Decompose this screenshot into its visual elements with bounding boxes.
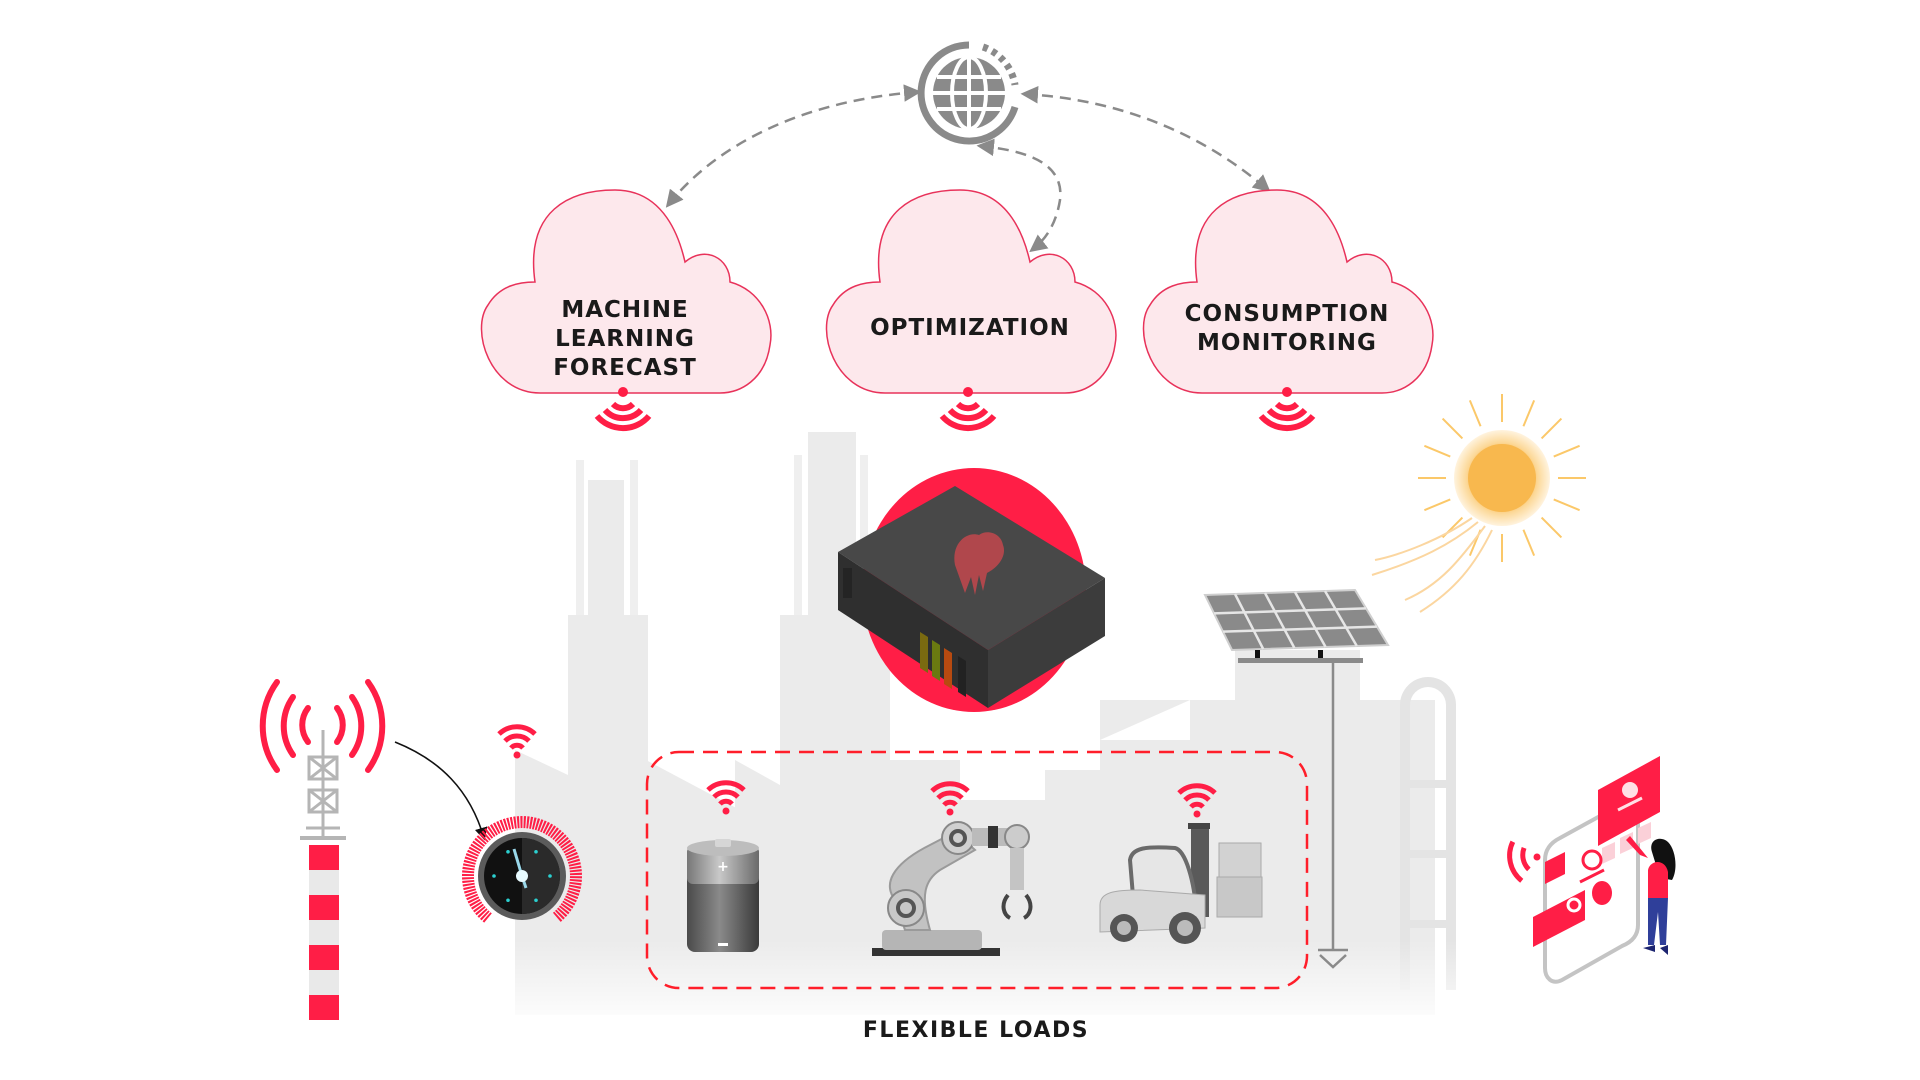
sun-ray xyxy=(1468,400,1482,427)
gauge-tick xyxy=(548,874,552,878)
panel-cell-divider xyxy=(1222,625,1378,633)
gauge-tick xyxy=(492,874,496,878)
cloud-uplink-wifi-icon xyxy=(939,387,997,432)
cell-tower-icon xyxy=(259,679,386,1020)
sun-icon xyxy=(1371,394,1586,613)
flexible-loads-frame xyxy=(645,750,1309,990)
sun-ray xyxy=(1540,417,1563,440)
panel-cell-divider xyxy=(1323,590,1358,647)
tower-stripe xyxy=(309,995,339,1020)
tower-stripe xyxy=(309,970,339,995)
gauge-tick xyxy=(534,849,538,854)
cloud-uplink-wifi-icon xyxy=(594,387,652,432)
connector-to-ml-forecast xyxy=(665,84,922,208)
cloud-label-optimization: OPTIMIZATION xyxy=(825,314,1115,343)
cloud-label-line: MONITORING xyxy=(1197,330,1377,356)
cloud-label-line: CONSUMPTION xyxy=(1184,301,1390,327)
forklift-icon[interactable] xyxy=(1099,783,1263,944)
cloud-ml-forecast[interactable] xyxy=(480,189,772,394)
cloud-consumption-monitoring[interactable] xyxy=(1142,189,1434,394)
meter-wifi-icon xyxy=(497,724,537,759)
sun-ray xyxy=(1553,498,1580,512)
mobile-app-user-icon[interactable] xyxy=(1507,756,1676,984)
forklift-wifi-icon xyxy=(1177,783,1217,818)
sun-ray xyxy=(1540,516,1563,539)
flexible-loads-caption: FLEXIBLE LOADS xyxy=(862,1018,1090,1043)
cloud-label-ml-forecast: MACHINE LEARNING FORECAST xyxy=(480,296,770,383)
cloud-optimization[interactable] xyxy=(825,189,1117,394)
panel-cell-divider xyxy=(1263,592,1296,649)
tower-stripe xyxy=(309,845,339,870)
ground-symbol-icon xyxy=(1318,948,1348,969)
globe-icon[interactable] xyxy=(917,41,1019,145)
panel-cell-divider xyxy=(1293,591,1327,648)
gauge-tick xyxy=(506,898,510,903)
robot-arm-icon[interactable] xyxy=(872,781,1033,956)
solar-panel-icon xyxy=(1203,588,1390,950)
sun-ray xyxy=(1553,444,1580,458)
cloud-label-line: LEARNING FORECAST xyxy=(553,326,697,381)
gauge-tick xyxy=(534,898,538,903)
panel-cell-divider xyxy=(1213,607,1367,615)
cloud-label-line: MACHINE xyxy=(561,297,689,323)
gateway-device-icon[interactable] xyxy=(838,468,1105,712)
broadcast-waves-icon xyxy=(259,679,386,773)
gauge-tick xyxy=(506,849,510,854)
tower-stripe xyxy=(309,895,339,920)
panel-cell-divider xyxy=(1233,593,1265,650)
cloud-label-line: OPTIMIZATION xyxy=(870,315,1070,341)
cloud-label-consumption-monitoring: CONSUMPTION MONITORING xyxy=(1142,300,1432,358)
tower-stripe xyxy=(309,945,339,970)
tower-stripe xyxy=(309,870,339,895)
sun-ray xyxy=(1424,498,1451,512)
robot-wifi-icon xyxy=(930,781,970,816)
connector-to-consumption-monitoring xyxy=(1020,86,1271,193)
battery-icon[interactable]: + xyxy=(687,780,759,952)
brand-logo-icon xyxy=(954,532,1005,595)
sun-ray xyxy=(1522,529,1536,556)
app-wifi-icon xyxy=(1507,840,1541,883)
cloud-uplink-wifi-icon xyxy=(1258,387,1316,432)
sun-ray xyxy=(1441,417,1464,440)
sun-ray xyxy=(1522,400,1536,427)
signal-arrow xyxy=(394,741,488,841)
sun-ray xyxy=(1424,444,1451,458)
tower-stripe xyxy=(309,920,339,945)
smart-meter-gauge-icon[interactable] xyxy=(462,816,582,923)
battery-wifi-icon xyxy=(706,780,746,815)
svg-text:+: + xyxy=(717,859,729,875)
